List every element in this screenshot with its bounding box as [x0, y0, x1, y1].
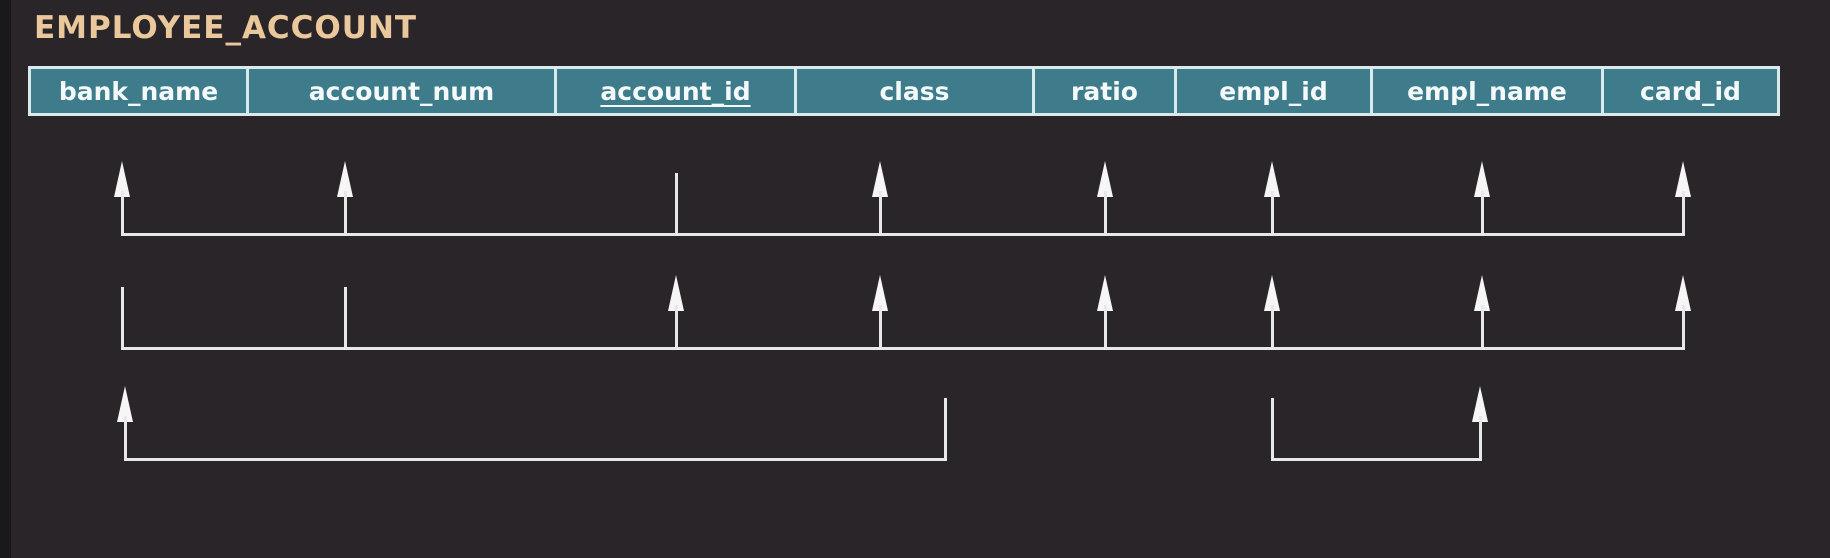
fd-arrowhead-card_id	[1675, 275, 1691, 311]
fd-tick-class	[944, 398, 947, 458]
fd-arrowhead-class	[872, 161, 888, 197]
fd-arrowhead-bank_name	[114, 161, 130, 197]
fd-arrowhead-account_num	[337, 161, 353, 197]
fd-line	[1271, 458, 1482, 461]
fd-arrowhead-ratio	[1097, 275, 1113, 311]
fd-arrow-stem-class	[879, 191, 882, 233]
fd-arrow-stem-ratio	[1104, 191, 1107, 233]
fd-arrow-stem-empl_name	[1481, 191, 1484, 233]
column-header-empl_id: empl_id	[1177, 69, 1370, 113]
fd-arrowhead-card_id	[1675, 161, 1691, 197]
fd-arrow-stem-bank_name	[121, 191, 124, 233]
fd-arrow-stem-account_num	[344, 191, 347, 233]
column-header-empl_name: empl_name	[1373, 69, 1601, 113]
fd-tick-empl_id	[1271, 398, 1274, 458]
fd-line	[121, 347, 1685, 350]
column-header-bank_name: bank_name	[31, 69, 246, 113]
fd-arrow-stem-empl_id	[1271, 305, 1274, 347]
fd-arrow-stem-card_id	[1682, 305, 1685, 347]
fd-arrow-stem-empl_name	[1481, 305, 1484, 347]
fd-arrowhead-empl_name	[1472, 386, 1488, 422]
fd-arrowhead-empl_id	[1264, 161, 1280, 197]
fd-arrowhead-class	[872, 275, 888, 311]
page-title: EMPLOYEE_ACCOUNT	[34, 10, 418, 46]
fd-arrow-stem-account_id	[675, 305, 678, 347]
fd-arrow-stem-ratio	[1104, 305, 1107, 347]
fd-arrow-stem-empl_name	[1479, 416, 1482, 458]
fd-arrow-stem-card_id	[1682, 191, 1685, 233]
column-header-ratio: ratio	[1035, 69, 1174, 113]
fd-arrow-stem-bank_name	[124, 416, 127, 458]
column-header-card_id: card_id	[1604, 69, 1777, 113]
fd-tick-account_id	[675, 173, 678, 233]
column-header-account_num: account_num	[249, 69, 554, 113]
fd-arrowhead-bank_name	[117, 386, 133, 422]
left-edge-band	[0, 0, 11, 558]
fd-arrow-stem-class	[879, 305, 882, 347]
fd-arrowhead-ratio	[1097, 161, 1113, 197]
fd-arrowhead-empl_name	[1474, 161, 1490, 197]
fd-arrowhead-account_id	[668, 275, 684, 311]
fd-tick-account_num	[344, 287, 347, 347]
fd-line	[121, 233, 1685, 236]
fd-arrowhead-empl_id	[1264, 275, 1280, 311]
column-header-class: class	[797, 69, 1032, 113]
fd-line	[124, 458, 947, 461]
fd-tick-bank_name	[121, 287, 124, 347]
column-header-account_id: account_id	[557, 69, 794, 113]
fd-arrowhead-empl_name	[1474, 275, 1490, 311]
fd-arrow-stem-empl_id	[1271, 191, 1274, 233]
